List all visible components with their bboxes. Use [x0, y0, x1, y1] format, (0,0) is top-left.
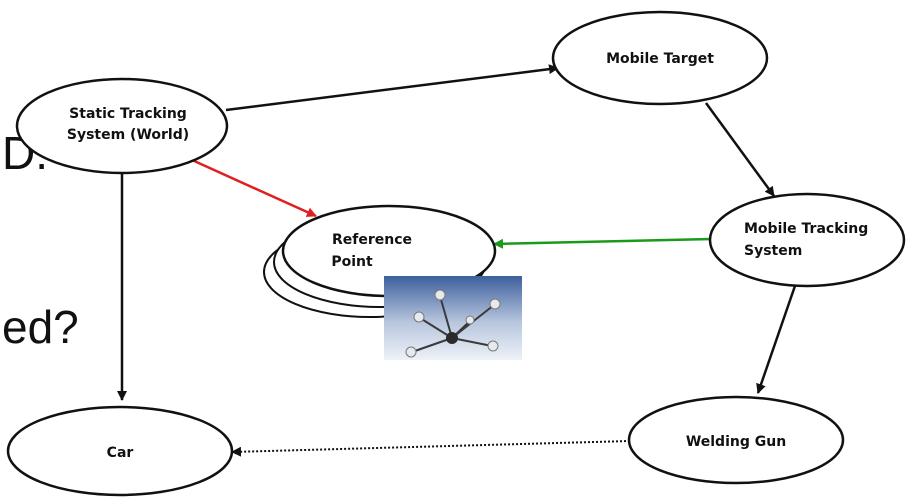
background-slide-text: ed? [2, 301, 79, 353]
edge-mobile-tracking-to-reference-point [493, 237, 713, 249]
node-label: System (World) [67, 127, 189, 143]
node-car: Car [6, 405, 234, 497]
edge-static-to-reference-point [191, 158, 317, 218]
node-label: Mobile Tracking [744, 221, 868, 237]
edge-mobile-target-to-mobile-tracking [704, 102, 776, 197]
node-label: Reference [332, 232, 412, 248]
edge-mobile-tracking-to-welding-gun [756, 282, 798, 394]
reference-target-photo [384, 276, 522, 360]
node-reference-point: Reference Point [263, 204, 497, 318]
node-mobile-tracking-system: Mobile Tracking System [708, 192, 906, 288]
node-mobile-target: Mobile Target [551, 10, 769, 106]
node-welding-gun: Welding Gun [627, 395, 845, 485]
node-label: Static Tracking [69, 106, 187, 122]
node-static-tracking-system: Static Tracking System (World) [15, 77, 229, 175]
edge-static-to-mobile-target [225, 64, 559, 112]
node-label: Car [107, 445, 134, 461]
node-label: System [744, 243, 802, 259]
node-label: Welding Gun [686, 434, 786, 450]
edge-welding-gun-to-car [231, 440, 631, 457]
node-label: Mobile Target [606, 51, 714, 67]
node-label: Point [331, 254, 373, 270]
